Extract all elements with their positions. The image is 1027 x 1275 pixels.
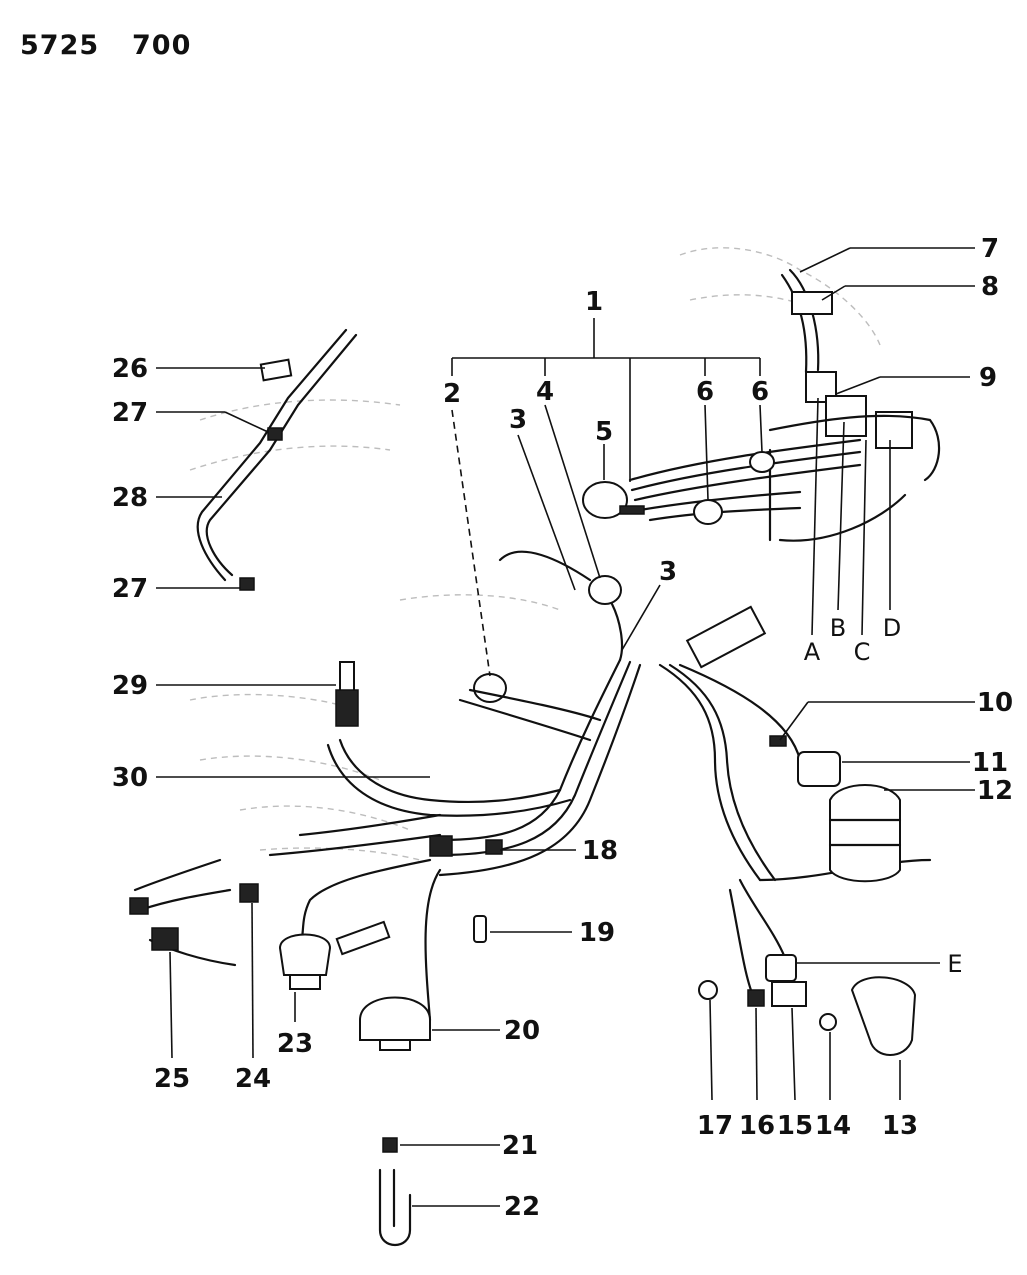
valve-block-assembly bbox=[768, 268, 941, 542]
connection-label-e: E bbox=[947, 950, 962, 978]
callout-labels: 1 2 3 3 4 5 6 6 7 8 9 10 11 12 13 14 15 … bbox=[112, 234, 1013, 1222]
middle-hose-bundle bbox=[458, 550, 767, 742]
callout-13: 13 bbox=[882, 1111, 918, 1141]
part-29-sensor bbox=[335, 661, 359, 727]
callout-21: 21 bbox=[502, 1131, 538, 1161]
callout-24: 24 bbox=[235, 1064, 271, 1094]
callout-30: 30 bbox=[112, 763, 148, 793]
callout-28: 28 bbox=[112, 483, 148, 513]
callout-16: 16 bbox=[739, 1111, 775, 1141]
callout-15: 15 bbox=[777, 1111, 813, 1141]
callout-1: 1 bbox=[585, 287, 603, 317]
callout-5: 5 bbox=[595, 417, 613, 447]
callout-11: 11 bbox=[972, 748, 1008, 778]
part-14-cap bbox=[819, 1013, 837, 1031]
part-23-actuator bbox=[278, 920, 391, 990]
callout-19: 19 bbox=[579, 918, 615, 948]
part-number: 5725 bbox=[20, 30, 99, 61]
callout-4: 4 bbox=[536, 377, 554, 407]
part-20-diaphragm bbox=[359, 996, 431, 1051]
callout-10: 10 bbox=[977, 688, 1013, 718]
callout-6: 6 bbox=[696, 377, 714, 407]
callout-8: 8 bbox=[981, 272, 999, 302]
part-22-u-hose bbox=[378, 1168, 412, 1246]
part-24-25-harness bbox=[129, 858, 259, 967]
part-18-connector bbox=[429, 835, 503, 857]
callout-20: 20 bbox=[504, 1016, 540, 1046]
part-13-bracket bbox=[850, 976, 917, 1056]
callout-27: 27 bbox=[112, 574, 148, 604]
callout-23: 23 bbox=[277, 1029, 313, 1059]
part-19-plug bbox=[473, 915, 487, 943]
callout-25: 25 bbox=[154, 1064, 190, 1094]
part-11-valve bbox=[769, 735, 841, 787]
callout-9: 9 bbox=[979, 363, 997, 393]
callout-7: 7 bbox=[981, 234, 999, 264]
callout-6: 6 bbox=[751, 377, 769, 407]
callout-22: 22 bbox=[504, 1192, 540, 1222]
callout-14: 14 bbox=[815, 1111, 851, 1141]
callout-29: 29 bbox=[112, 671, 148, 701]
part-15-switch bbox=[747, 954, 807, 1007]
group-number: 700 bbox=[132, 30, 191, 61]
connection-label-b: B bbox=[830, 614, 846, 642]
connection-label-c: C bbox=[854, 638, 871, 666]
callout-12: 12 bbox=[977, 776, 1013, 806]
part-12-canister bbox=[828, 784, 902, 883]
callout-3: 3 bbox=[659, 557, 677, 587]
part-21-clip bbox=[382, 1137, 398, 1153]
engine-ghost-outline bbox=[189, 247, 881, 861]
hose-assembly-26-28 bbox=[196, 328, 358, 591]
callout-2: 2 bbox=[443, 379, 461, 409]
connection-label-a: A bbox=[804, 638, 821, 666]
connection-label-d: D bbox=[883, 614, 901, 642]
callout-17: 17 bbox=[697, 1111, 733, 1141]
callout-27: 27 bbox=[112, 398, 148, 428]
callout-18: 18 bbox=[582, 836, 618, 866]
upper-hose-bundle bbox=[582, 438, 862, 525]
leader-lines bbox=[156, 247, 975, 1207]
callout-26: 26 bbox=[112, 354, 148, 384]
callout-3: 3 bbox=[509, 405, 527, 435]
part-17-cap bbox=[698, 980, 718, 1000]
